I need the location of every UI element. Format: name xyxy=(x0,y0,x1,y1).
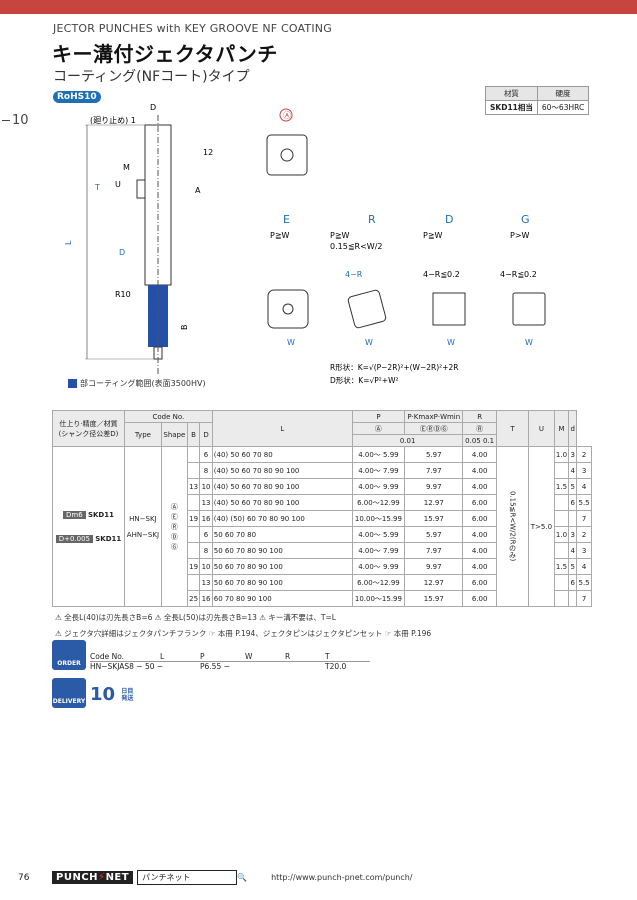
label-W-D: W xyxy=(447,338,455,347)
hdr-T: T xyxy=(495,410,530,447)
search-icon[interactable]: 🔍 xyxy=(237,872,248,882)
hdr-shape-ERDG: ⒺⓇⒹⒼ xyxy=(404,422,464,435)
shape-G-label: G xyxy=(521,213,530,226)
cond-G: P>W xyxy=(510,231,530,240)
shape-G-view xyxy=(512,292,546,326)
hdr-KW: P·KmaxP·Wmin xyxy=(404,410,464,423)
order-values: HN−SKJAS8 − 50 −P6.55 −T20.0 xyxy=(90,662,347,671)
cond-R2: 0.15≦R<W/2 xyxy=(330,242,382,251)
t-range: 0.15≦R<W/2(Rのみ) xyxy=(495,446,530,607)
coating-swatch xyxy=(68,379,77,388)
label-W-E: W xyxy=(287,338,295,347)
hdr-shape-R: Ⓡ xyxy=(462,422,497,435)
legend-text: 部コーティング範囲(表面3500HV) xyxy=(80,379,206,388)
shape-D-view xyxy=(432,292,466,326)
delivery-days: 10 日目発送 xyxy=(90,684,134,705)
delivery-icon: DELIVERY xyxy=(52,678,86,708)
hardness-value: 60～63HRC xyxy=(536,100,590,115)
hdr-B: B xyxy=(186,422,201,447)
search-box[interactable]: パンチネット xyxy=(137,869,238,885)
hdr-U: U xyxy=(528,410,555,447)
label-rotation-stop: (廻り止め) 1 xyxy=(90,115,136,125)
hdr-shape: Shape xyxy=(160,422,188,447)
formula-D: D形状：K=√P²+W² xyxy=(330,375,399,385)
rohs-badge: RoHS10 xyxy=(53,91,101,103)
coating-legend: 部コーティング範囲(表面3500HV) xyxy=(68,378,206,389)
hardness-header: 硬度 xyxy=(536,86,590,101)
label-12: 12 xyxy=(203,148,213,157)
hdr-D: D xyxy=(199,422,213,447)
label-M: M xyxy=(123,163,130,172)
hdr-finish: 仕上り·精度／材質(シャンク径公差D) xyxy=(52,410,125,447)
formula-R: R形状：K=√(P−2R)²+(W−2R)²+2R xyxy=(330,362,458,372)
cond-R1: P≧W xyxy=(330,231,350,240)
t-value: T>5.0 xyxy=(528,446,555,607)
tol-001: 0.01 xyxy=(351,434,464,447)
label-L: L xyxy=(64,240,73,245)
label-R10: R10 xyxy=(115,290,131,299)
label-B: B xyxy=(180,325,189,331)
footer: PUNCH⚡NET パンチネット 🔍 http://www.punch-pnet… xyxy=(52,869,413,885)
top-bar xyxy=(0,0,637,14)
note-1: ⚠ 全長L(40)は刃先長さB=6 ⚠ 全長L(50)は刃先長さB=13 ⚠ キ… xyxy=(55,613,336,622)
page-number: 76 xyxy=(18,873,30,883)
label-W-G: W xyxy=(525,338,533,347)
label-4R02-a: 4−R≦0.2 xyxy=(423,270,460,279)
series-english: JECTOR PUNCHES with KEY GROOVE NF COATIN… xyxy=(53,22,332,35)
shape-R-view xyxy=(347,289,387,329)
label-T: T xyxy=(94,183,100,192)
hdr-type: Type xyxy=(124,422,162,447)
shape-A-view xyxy=(266,134,308,176)
shape-R-label: R xyxy=(368,213,376,226)
footer-url[interactable]: http://www.punch-pnet.com/punch/ xyxy=(271,872,413,882)
order-icon: ORDER xyxy=(52,640,86,670)
hdr-R: R xyxy=(462,410,497,423)
hdr-L: L xyxy=(211,410,353,447)
shape-D-label: D xyxy=(445,213,453,226)
brand-logo[interactable]: PUNCH⚡NET xyxy=(52,870,134,884)
shape-E-view xyxy=(267,289,309,329)
shape-E-label: E xyxy=(283,213,290,226)
label-4R02-b: 4−R≦0.2 xyxy=(500,270,537,279)
hdr-P: P xyxy=(351,410,406,423)
label-4R: 4−R xyxy=(345,270,363,279)
page-title: キー溝付ジェクタパンチ xyxy=(52,42,278,66)
hdr-M: M xyxy=(553,410,570,447)
key-groove xyxy=(136,179,146,199)
label-D: D xyxy=(119,248,125,257)
hdr-code: Code No. xyxy=(124,410,213,423)
page-subtitle: コーティング(NFコート)タイプ xyxy=(53,69,250,85)
notes: ⚠ 全長L(40)は刃先長さB=6 ⚠ 全長L(50)は刃先長さB=13 ⚠ キ… xyxy=(55,610,431,642)
spec-table: 仕上り·精度／材質(シャンク径公差D) Code No. L P P·KmaxP… xyxy=(52,410,592,607)
cond-D: P≧W xyxy=(423,231,443,240)
shape-A-label: Ⓐ xyxy=(283,111,291,120)
note-2: ⚠ ジェクタ穴詳細はジェクタパンチフランク ☞ 本冊 P.194、ジェクタピンは… xyxy=(55,629,432,638)
tol-005-01: 0.05 0.1 xyxy=(462,434,497,447)
technical-drawing: L T U M D R10 B (廻り止め) 1 D 12 A Ⓐ E R D … xyxy=(64,103,546,385)
label-U: U xyxy=(115,180,121,189)
hdr-shape-A: Ⓐ xyxy=(351,422,406,435)
hdr-d: d xyxy=(568,410,578,447)
side-number: 10 xyxy=(2,113,29,128)
label-D-top: D xyxy=(150,103,156,112)
label-A-ref: A xyxy=(195,186,201,195)
label-W-R: W xyxy=(365,338,373,347)
cond-E: P≧W xyxy=(270,231,290,240)
